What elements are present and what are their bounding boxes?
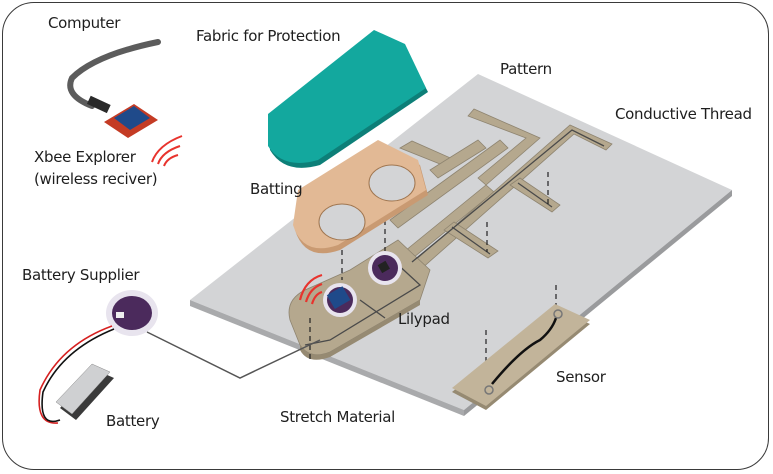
signal-icon-lilypad bbox=[298, 273, 323, 305]
label-xbee-explorer: Xbee Explorer bbox=[34, 148, 136, 166]
label-xbee-subtitle: (wireless reciver) bbox=[34, 170, 158, 188]
batting-layer bbox=[293, 140, 428, 254]
label-sensor: Sensor bbox=[556, 368, 606, 386]
conductive-thread bbox=[304, 129, 605, 346]
label-battery: Battery bbox=[106, 412, 160, 430]
supply-wire bbox=[146, 331, 321, 379]
sensor-strip bbox=[452, 304, 590, 410]
battery-supplier-board bbox=[106, 290, 158, 336]
lilypad-boards bbox=[323, 251, 402, 317]
fabric-protection-layer bbox=[268, 30, 428, 168]
battery bbox=[55, 363, 114, 420]
label-battery-supplier: Battery Supplier bbox=[22, 266, 140, 284]
label-conductive-thread: Conductive Thread bbox=[615, 105, 752, 123]
signal-icon-xbee bbox=[151, 135, 183, 167]
label-batting: Batting bbox=[250, 180, 303, 198]
label-computer: Computer bbox=[48, 14, 121, 32]
xbee-explorer-board bbox=[104, 104, 158, 138]
computer-cable bbox=[67, 39, 161, 114]
label-fabric: Fabric for Protection bbox=[196, 27, 341, 45]
label-lilypad: Lilypad bbox=[398, 310, 450, 328]
label-stretch-material: Stretch Material bbox=[280, 408, 396, 426]
label-pattern: Pattern bbox=[500, 60, 552, 78]
battery-wires bbox=[38, 325, 115, 424]
